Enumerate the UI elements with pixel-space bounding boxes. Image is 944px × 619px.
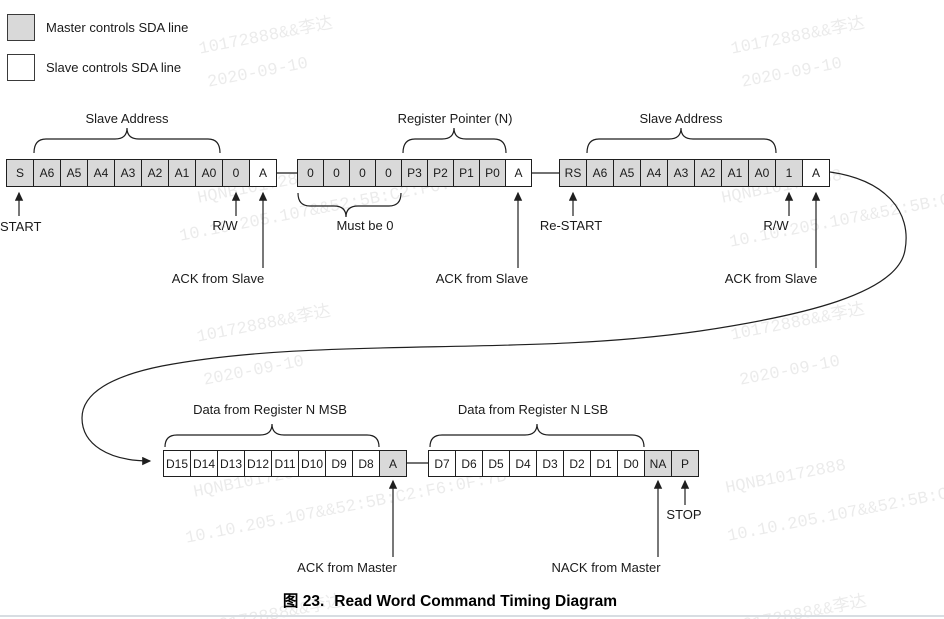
bit-cell: 1 [776,160,803,186]
brace-slave-address-1 [33,127,221,154]
bit-cell: A3 [115,160,142,186]
bit-cell: D14 [191,451,218,476]
bit-cell: 0 [324,160,350,186]
watermark-text: 2020-09-10 [206,54,310,93]
bit-cell: A6 [587,160,614,186]
label-data-lsb: Data from Register N LSB [457,402,609,417]
bit-cell: 0 [350,160,376,186]
legend-swatch-master-icon [7,14,35,41]
bit-cell: A0 [749,160,776,186]
brace-data-lsb [429,423,645,448]
label-stop: STOP [666,507,702,522]
bit-cell: D10 [299,451,326,476]
legend-swatch-slave-icon [7,54,35,81]
bit-cell: A4 [641,160,668,186]
brace-data-msb [164,423,380,448]
label-rw-1: R/W [212,218,238,233]
bit-cell: A1 [722,160,749,186]
bit-cell: A [380,451,406,476]
label-register-pointer: Register Pointer (N) [397,111,513,126]
label-nack-master: NACK from Master [551,560,661,575]
bit-cell: A3 [668,160,695,186]
bit-cell: 0 [298,160,324,186]
bit-cell: A [506,160,531,186]
watermark-text: 10.10.205.107&&52:5B:C2:F6:0F:7B [726,465,944,547]
bit-cell: D13 [218,451,245,476]
bit-cell: P0 [480,160,506,186]
watermark-text: 2020-09-10 [202,352,306,391]
bit-cell: D11 [272,451,299,476]
label-ack-slave-3: ACK from Slave [724,271,818,286]
wrap-curve [81,171,907,466]
bit-cell: A6 [34,160,61,186]
watermark-text: 10172888&&李达 [729,14,867,60]
watermark-text: 2020-09-10 [740,54,844,93]
bit-cell: D0 [618,451,645,476]
bit-cell: D12 [245,451,272,476]
figure-number: 图 23. [282,593,325,610]
bit-cell: A1 [169,160,196,186]
bit-cell: A5 [614,160,641,186]
bit-cell: D15 [164,451,191,476]
bit-cell: A5 [61,160,88,186]
page-divider [0,615,944,617]
bit-cell: D4 [510,451,537,476]
bit-cell: D5 [483,451,510,476]
label-slave-address-2: Slave Address [639,111,723,126]
label-must-be-0: Must be 0 [336,218,394,233]
figure-title: Read Word Command Timing Diagram [334,593,618,610]
label-ack-master: ACK from Master [297,560,397,575]
bit-cell: D6 [456,451,483,476]
bit-cell: D2 [564,451,591,476]
bit-cell: NA [645,451,672,476]
bit-cell: S [7,160,34,186]
bit-cell: P1 [454,160,480,186]
label-slave-address-1: Slave Address [85,111,169,126]
bit-cell: 0 [223,160,250,186]
bit-cell: D8 [353,451,380,476]
label-ack-slave-1: ACK from Slave [171,271,265,286]
watermark-text: 10172888&&李达 [195,302,333,348]
bit-cell: D7 [429,451,456,476]
legend-label-slave: Slave controls SDA line [46,60,182,75]
watermark-text: 10172888&&李达 [197,14,335,60]
watermark-text: HQNB10172888 [724,456,848,499]
bit-cell: 0 [376,160,402,186]
bit-cell: P [672,451,698,476]
label-rw-2: R/W [763,218,789,233]
watermark-text: 2020-09-10 [738,352,842,391]
label-data-msb: Data from Register N MSB [193,402,347,417]
figure-caption: 图 23. Read Word Command Timing Diagram [0,589,900,611]
watermark-text: 10172888&&李达 [729,300,867,346]
watermark-text: 10.10.205.107&&52:5B:C2:F6:0F:7B [184,467,509,549]
bit-cell: P3 [402,160,428,186]
label-start: START [0,219,42,234]
bit-cell: P2 [428,160,454,186]
label-restart: Re-START [539,218,603,233]
bit-cell: A0 [196,160,223,186]
bit-cell: A [250,160,276,186]
brace-register-pointer [402,127,507,154]
bit-cell: D3 [537,451,564,476]
legend-label-master: Master controls SDA line [46,20,189,35]
bit-cell: A2 [695,160,722,186]
bit-cell: RS [560,160,587,186]
label-ack-slave-2: ACK from Slave [435,271,529,286]
brace-slave-address-2 [586,127,777,154]
brace-must-be-0 [297,192,402,218]
bit-cell: A4 [88,160,115,186]
bit-cell: A [803,160,829,186]
bit-cell: D9 [326,451,353,476]
bit-cell: A2 [142,160,169,186]
bit-cell: D1 [591,451,618,476]
